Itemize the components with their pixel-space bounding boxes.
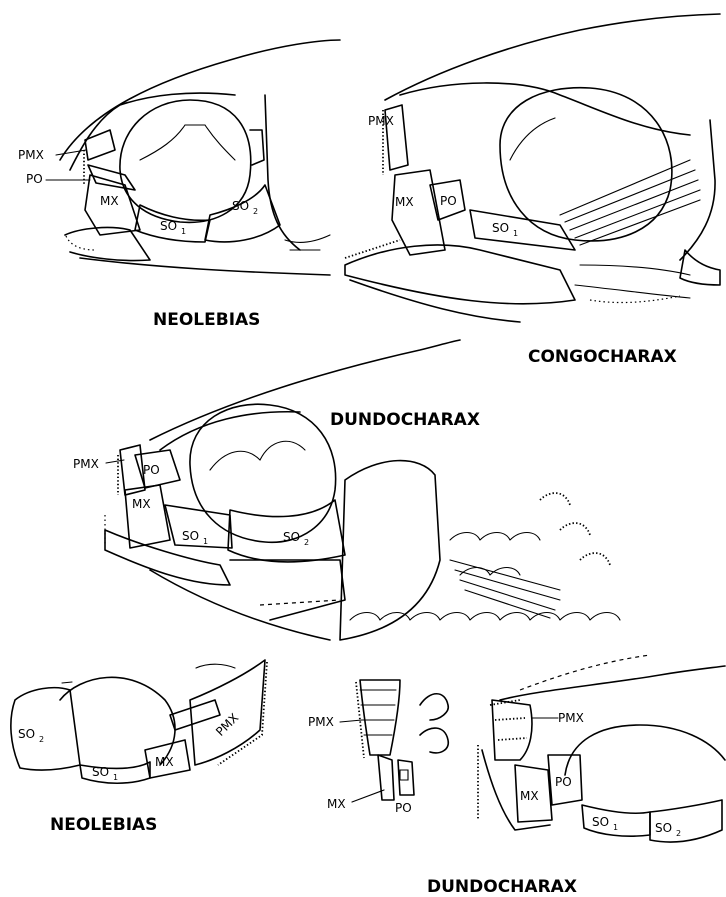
label-so1: SO [592, 815, 609, 829]
panel-congocharax: PMX MX PO SO 1 CONGOCHARAX [345, 14, 720, 367]
label-so2-sub: 2 [304, 538, 309, 547]
leader-mx [352, 790, 384, 802]
label-mx: MX [155, 755, 174, 769]
label-so2-sub: 2 [676, 829, 681, 838]
ventral-profile [350, 280, 520, 322]
nasal-capsule-upper [420, 694, 448, 720]
label-pmx: PMX [73, 457, 99, 471]
infraorbital-striations [560, 160, 700, 245]
nasal-fragment [196, 664, 235, 668]
head-outline [400, 83, 690, 135]
panel-dundocharax-bottom: PMX PO MX SO 1 SO 2 DUNDOCHARAX [427, 655, 725, 897]
panel-dundocharax-main: PMX PO MX SO 1 SO 2 DUNDOCHARAX [73, 340, 620, 640]
leader-pmx [56, 150, 86, 155]
preopercle [250, 130, 264, 165]
label-mx: MX [327, 797, 346, 811]
small-bone [62, 682, 72, 683]
nasal-capsule-lower [420, 728, 448, 753]
title-neolebias-top: NEOLEBIAS [153, 310, 260, 330]
orbit [190, 404, 336, 542]
label-po: PO [26, 172, 43, 186]
so1-bone [470, 210, 575, 250]
label-po: PO [143, 463, 160, 477]
label-so2: SO [283, 530, 300, 544]
preopercle [230, 560, 345, 620]
po-bone [170, 700, 220, 730]
label-mx: MX [520, 789, 539, 803]
scale-rows [350, 613, 620, 621]
label-so1-sub: 1 [113, 773, 118, 782]
lateral-line-scale-1 [540, 493, 570, 505]
po-bone [88, 165, 135, 190]
title-dundocharax-main: DUNDOCHARAX [330, 410, 480, 430]
title-dundocharax-bottom: DUNDOCHARAX [427, 877, 577, 897]
label-pmx: PMX [368, 114, 394, 128]
label-so1-sub: 1 [513, 229, 518, 238]
label-so1-sub: 1 [203, 537, 208, 546]
so2-bone [205, 185, 280, 242]
label-so1-sub: 1 [613, 823, 618, 832]
pectoral-rays [450, 560, 560, 618]
label-so2: SO [655, 821, 672, 835]
orbit-arc [565, 725, 725, 775]
panel-dundocharax-ventral: PMX MX PO [308, 680, 448, 815]
panel-neolebias-bottom: SO 2 SO 1 MX PMX NEOLEBIAS [11, 660, 267, 835]
head-outline [500, 666, 725, 700]
label-po: PO [395, 801, 412, 815]
pmx-teeth [218, 662, 267, 765]
orbit-arc [60, 677, 175, 765]
gill-membrane [590, 296, 680, 303]
label-pmx: PMX [308, 715, 334, 729]
label-so1: SO [182, 529, 199, 543]
dorsal-profile [520, 655, 650, 690]
opercular-edge [265, 95, 300, 250]
orbit-inner [210, 441, 305, 470]
label-pmx: PMX [18, 148, 44, 162]
label-so2: SO [232, 199, 249, 213]
title-neolebias-bottom: NEOLEBIAS [50, 815, 157, 835]
label-so2-sub: 2 [253, 207, 258, 216]
pmx-bone [492, 700, 532, 760]
label-mx: MX [395, 195, 414, 209]
mx-bone [125, 485, 170, 548]
lower-jaw [65, 228, 150, 261]
label-so1: SO [92, 765, 109, 779]
mx-bone [378, 755, 394, 800]
label-so2: SO [18, 727, 35, 741]
dentary-teeth [66, 236, 95, 250]
lower-jaw [105, 530, 230, 585]
ventral-profile [150, 570, 330, 640]
leader-pmx [340, 720, 362, 722]
label-so1: SO [160, 219, 177, 233]
branchiostegal [575, 265, 690, 298]
pmx-teeth [490, 700, 527, 740]
orbit-inner [510, 118, 555, 160]
opercle [680, 120, 715, 260]
label-mx: MX [132, 497, 151, 511]
orbit [500, 88, 672, 241]
label-mx: MX [100, 194, 119, 208]
pmx-bone [190, 660, 265, 765]
panel-neolebias-top: PMX PO MX SO 1 SO 2 NEOLEBIAS [18, 40, 340, 330]
title-congocharax: CONGOCHARAX [528, 347, 677, 367]
label-so1-sub: 1 [181, 227, 186, 236]
label-po: PO [555, 775, 572, 789]
label-so2-sub: 2 [39, 735, 44, 744]
orbit-inner [140, 125, 235, 160]
preopercle [680, 250, 720, 285]
label-pmx: PMX [213, 711, 241, 739]
scale-rows-upper [450, 533, 540, 576]
head-outline [160, 412, 300, 450]
label-so1: SO [492, 221, 509, 235]
label-po: PO [440, 194, 457, 208]
label-pmx: PMX [558, 711, 584, 725]
lower-jaw [345, 245, 575, 304]
lateral-line-scale-3 [580, 553, 610, 565]
pmx-arch [360, 680, 400, 755]
nostril [400, 770, 408, 780]
lateral-line-scale-2 [560, 523, 590, 535]
